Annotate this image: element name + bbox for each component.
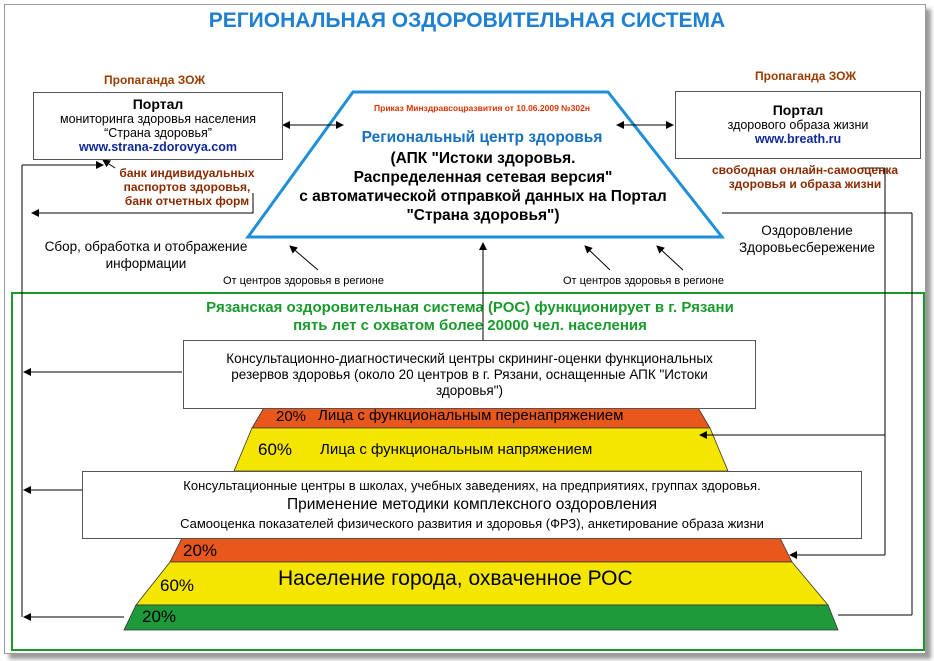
consultation-centers-line1: Консультационные центры в школах, учебны… <box>183 478 761 493</box>
population-label: Население города, охваченное РОС <box>278 567 633 590</box>
left-collect-line2: информации <box>105 256 187 271</box>
left-portal-line2: “Страна здоровья” <box>104 126 212 140</box>
ros-title-line1: Рязанская оздоровительная система (РОС) … <box>206 299 734 316</box>
regional-center-line4: "Страна здоровья") <box>406 207 560 224</box>
consultation-centers-box: Консультационные центры в школах, учебны… <box>82 471 862 539</box>
overstrain-percent: 20% <box>276 408 307 425</box>
ros-title-line2: пять лет с охватом более 20000 чел. насе… <box>293 317 647 334</box>
regional-center-title: Региональный центр здоровья <box>361 129 603 146</box>
regional-center-trapezoid <box>245 90 726 239</box>
band-lower-orange <box>169 537 793 563</box>
right-from-centers: От центров здоровья в регионе <box>563 275 724 287</box>
left-bank-line2: паспортов здоровья, <box>123 180 251 194</box>
left-collect-line1: Сбор, обработка и отображение <box>44 239 248 254</box>
right-health-line1: Оздоровление <box>761 223 853 238</box>
right-propaganda-label: Пропаганда ЗОЖ <box>755 69 857 83</box>
right-portal-link[interactable]: www.breath.ru <box>754 132 842 146</box>
regional-center-description: (АПК "Истоки здоровья. Распределенная се… <box>258 149 708 225</box>
regional-center-line2: Распределенная сетевая версия" <box>353 169 613 186</box>
consultation-centers-line2: Применение методики комплексного оздоров… <box>286 496 658 513</box>
strain-label: Лица с функциональным напряжением <box>320 441 593 458</box>
overstrain-label: Лица с функциональным перенапряжением <box>318 407 624 424</box>
left-portal-line1: мониторинга здоровья населения <box>59 112 257 126</box>
left-propaganda-label: Пропаганда ЗОЖ <box>104 73 206 87</box>
right-health-line2: Здоровьесбережение <box>738 240 875 255</box>
right-portal-line1: здорового образа жизни <box>727 118 869 132</box>
diagnostic-centers-line1: Консультационно-диагностический центры с… <box>226 351 713 366</box>
page-title: РЕГИОНАЛЬНАЯ ОЗДОРОВИТЕЛЬНАЯ СИСТЕМА <box>208 9 726 32</box>
right-self-line1: свободная онлайн-самооценка <box>711 163 899 177</box>
ros-title: Рязанская оздоровительная система (РОС) … <box>100 299 840 335</box>
diagnostic-centers-box: Консультационно-диагностический центры с… <box>183 340 756 409</box>
strain-percent: 60% <box>258 440 293 459</box>
order-text: Приказ Минздравсоцразвития от 10.06.2009… <box>374 103 590 113</box>
right-portal-box: Портал здорового образа жизни www.breath… <box>675 91 921 159</box>
consultation-centers-line3: Самооценка показателей физического разви… <box>180 516 764 531</box>
left-portal-title: Портал <box>132 96 184 112</box>
lower-mid-percent: 60% <box>160 576 195 595</box>
diagnostic-centers-line3: здоровья") <box>435 383 504 398</box>
regional-center-line1: (АПК "Истоки здоровья. <box>390 150 576 167</box>
right-health-text: Оздоровление Здоровьесбережение <box>722 222 892 256</box>
right-portal-title: Портал <box>772 102 824 118</box>
right-self-line2: здоровья и образа жизни <box>728 177 882 191</box>
left-portal-box: Портал мониторинга здоровья населения “С… <box>33 92 283 160</box>
lower-bottom-percent: 20% <box>142 607 177 626</box>
left-bank-line3: банк отчетных форм <box>124 194 250 208</box>
right-self-text: свободная онлайн-самооценка здоровья и о… <box>700 163 910 191</box>
left-bank-text: банк индивидуальных паспортов здоровья, … <box>112 166 262 208</box>
diagnostic-centers-line2: резервов здоровья (около 20 центров в г.… <box>231 367 708 382</box>
left-bank-line1: банк индивидуальных <box>119 166 255 180</box>
left-collect-text: Сбор, обработка и отображение информации <box>26 238 266 272</box>
regional-center-line3: с автоматической отправкой данных на Пор… <box>299 188 667 205</box>
lower-top-percent: 20% <box>183 541 218 560</box>
left-from-centers: От центров здоровья в регионе <box>223 275 384 287</box>
band-lower-green <box>123 604 839 631</box>
left-portal-link[interactable]: www.strana-zdorovya.com <box>79 140 237 154</box>
ros-frame <box>11 292 925 651</box>
